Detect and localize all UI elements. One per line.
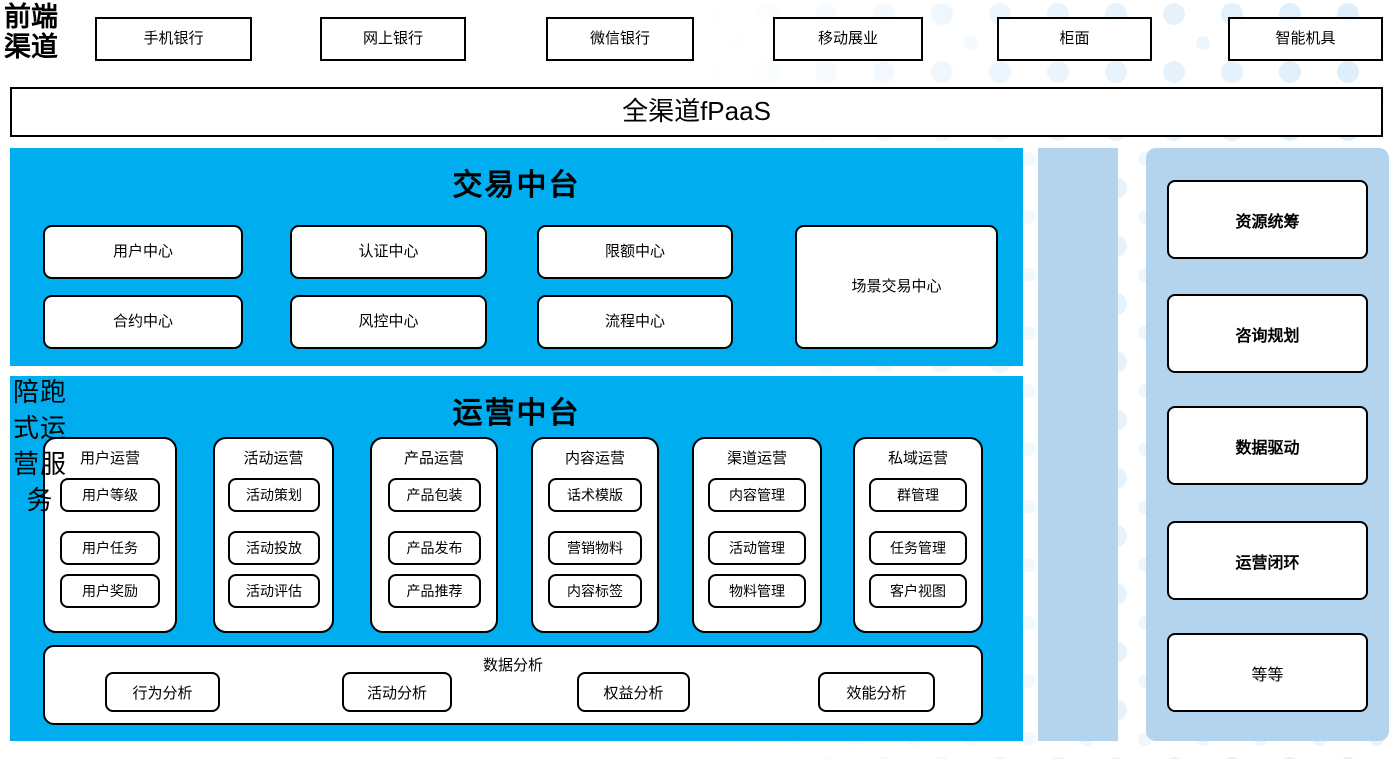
ops-item-label: 产品包装 (406, 487, 463, 503)
channel-label: 微信银行 (589, 30, 650, 48)
ops-item-label: 内容标签 (567, 583, 623, 599)
value-box-data-driven[interactable]: 数据驱动 (1167, 406, 1368, 485)
ops-item-label: 产品推荐 (406, 583, 463, 599)
ops-item-campaign-management[interactable]: 活动管理 (708, 531, 806, 565)
ops-item-label: 用户奖励 (82, 583, 138, 599)
value-box-label: 数据驱动 (1235, 439, 1300, 457)
front-end-channel-label-line1: 前端 (4, 2, 58, 32)
trade-box-label: 场景交易中心 (851, 278, 942, 296)
value-box-label: 资源统筹 (1235, 213, 1300, 231)
ops-item-user-task[interactable]: 用户任务 (60, 531, 160, 565)
ops-item-label: 话术模版 (567, 487, 623, 503)
trade-box-scene-transaction-center[interactable]: 场景交易中心 (795, 225, 998, 349)
trade-box-label: 用户中心 (112, 243, 173, 261)
ops-column-title: 私域运营 (887, 450, 948, 467)
ops-item-label: 任务管理 (890, 540, 946, 556)
ops-column-title: 内容运营 (564, 450, 625, 467)
trade-box-contract-center[interactable]: 合约中心 (43, 295, 243, 349)
trade-box-user-center[interactable]: 用户中心 (43, 225, 243, 279)
ops-item-label: 用户等级 (82, 487, 138, 503)
channel-box-wechat-bank[interactable]: 微信银行 (546, 17, 694, 61)
analysis-item-behavior[interactable]: 行为分析 (105, 672, 220, 712)
channel-box-mobile-business[interactable]: 移动展业 (773, 17, 923, 61)
ops-item-label: 活动评估 (246, 583, 302, 599)
channel-label: 网上银行 (362, 30, 423, 48)
ops-item-label: 产品发布 (406, 540, 463, 556)
value-box-label: 咨询规划 (1235, 327, 1300, 345)
ops-item-campaign-delivery[interactable]: 活动投放 (228, 531, 320, 565)
trade-box-label: 风控中心 (358, 313, 419, 331)
ops-column-title: 渠道运营 (726, 450, 787, 467)
channel-label: 智能机具 (1275, 30, 1336, 48)
ops-column-title: 活动运营 (243, 450, 304, 467)
ops-item-content-tag[interactable]: 内容标签 (548, 574, 642, 608)
ops-item-label: 物料管理 (729, 583, 785, 599)
value-box-operation-closed-loop[interactable]: 运营闭环 (1167, 521, 1368, 600)
ops-item-product-release[interactable]: 产品发布 (388, 531, 481, 565)
channel-box-online-bank[interactable]: 网上银行 (320, 17, 466, 61)
ops-item-user-level[interactable]: 用户等级 (60, 478, 160, 512)
trade-box-process-center[interactable]: 流程中心 (537, 295, 733, 349)
channel-box-counter[interactable]: 柜面 (997, 17, 1152, 61)
value-box-label: 等等 (1251, 666, 1284, 684)
value-box-etc[interactable]: 等等 (1167, 633, 1368, 712)
analysis-item-benefit[interactable]: 权益分析 (577, 672, 690, 712)
trade-platform-title: 交易中台 (452, 169, 581, 202)
ops-item-marketing-material[interactable]: 营销物料 (548, 531, 642, 565)
ops-item-label: 内容管理 (729, 487, 785, 503)
analysis-item-efficiency[interactable]: 效能分析 (818, 672, 935, 712)
ops-item-campaign-planning[interactable]: 活动策划 (228, 478, 320, 512)
ops-item-material-management[interactable]: 物料管理 (708, 574, 806, 608)
omnichannel-fpaas-label: 全渠道fPaaS (622, 96, 771, 127)
ops-platform-title: 运营中台 (452, 397, 581, 430)
ops-item-product-recommendation[interactable]: 产品推荐 (388, 574, 481, 608)
ops-item-content-management[interactable]: 内容管理 (708, 478, 806, 512)
trade-box-label: 认证中心 (358, 243, 419, 261)
value-box-resource-coordination[interactable]: 资源统筹 (1167, 180, 1368, 259)
analysis-item-label: 效能分析 (846, 684, 907, 702)
analysis-item-campaign[interactable]: 活动分析 (342, 672, 452, 712)
ops-item-customer-view[interactable]: 客户视图 (869, 574, 967, 608)
accompanying-service-line1: 陪跑 (12, 377, 67, 407)
ops-item-label: 客户视图 (890, 583, 946, 599)
ops-item-label: 活动管理 (729, 540, 785, 556)
analysis-item-label: 活动分析 (366, 684, 427, 702)
trade-box-label: 合约中心 (112, 313, 173, 331)
ops-item-script-template[interactable]: 话术模版 (548, 478, 642, 512)
channel-label: 手机银行 (143, 30, 204, 48)
ops-item-label: 群管理 (897, 487, 939, 503)
ops-item-campaign-evaluation[interactable]: 活动评估 (228, 574, 320, 608)
ops-column-title: 产品运营 (403, 450, 464, 467)
ops-item-label: 活动策划 (246, 487, 302, 503)
front-end-channel-label: 前端 渠道 (4, 2, 90, 62)
ops-item-task-management[interactable]: 任务管理 (869, 531, 967, 565)
trade-box-limit-center[interactable]: 限额中心 (537, 225, 733, 279)
accompanying-service-line2: 式运 (12, 413, 67, 443)
channel-box-mobile-bank[interactable]: 手机银行 (95, 17, 252, 61)
accompanying-service-column (1038, 148, 1118, 741)
ops-item-user-reward[interactable]: 用户奖励 (60, 574, 160, 608)
analysis-item-label: 行为分析 (132, 684, 193, 702)
ops-item-group-management[interactable]: 群管理 (869, 478, 967, 512)
ops-item-label: 营销物料 (567, 540, 623, 556)
front-end-channel-label-line2: 渠道 (4, 32, 58, 62)
trade-box-label: 流程中心 (604, 313, 665, 331)
omnichannel-fpaas-bar[interactable]: 全渠道fPaaS (10, 87, 1383, 137)
channel-box-smart-machine[interactable]: 智能机具 (1228, 17, 1383, 61)
trade-box-auth-center[interactable]: 认证中心 (290, 225, 487, 279)
ops-item-product-packaging[interactable]: 产品包装 (388, 478, 481, 512)
trade-box-label: 限额中心 (604, 243, 665, 261)
channel-label: 柜面 (1059, 30, 1090, 48)
value-box-consulting-planning[interactable]: 咨询规划 (1167, 294, 1368, 373)
analysis-item-label: 权益分析 (603, 684, 664, 702)
channel-label: 移动展业 (817, 30, 878, 48)
value-box-label: 运营闭环 (1235, 554, 1300, 572)
ops-item-label: 用户任务 (82, 540, 138, 556)
ops-item-label: 活动投放 (246, 540, 302, 556)
accompanying-service-line3: 营服 (12, 449, 67, 479)
trade-box-riskcontrol-center[interactable]: 风控中心 (290, 295, 487, 349)
